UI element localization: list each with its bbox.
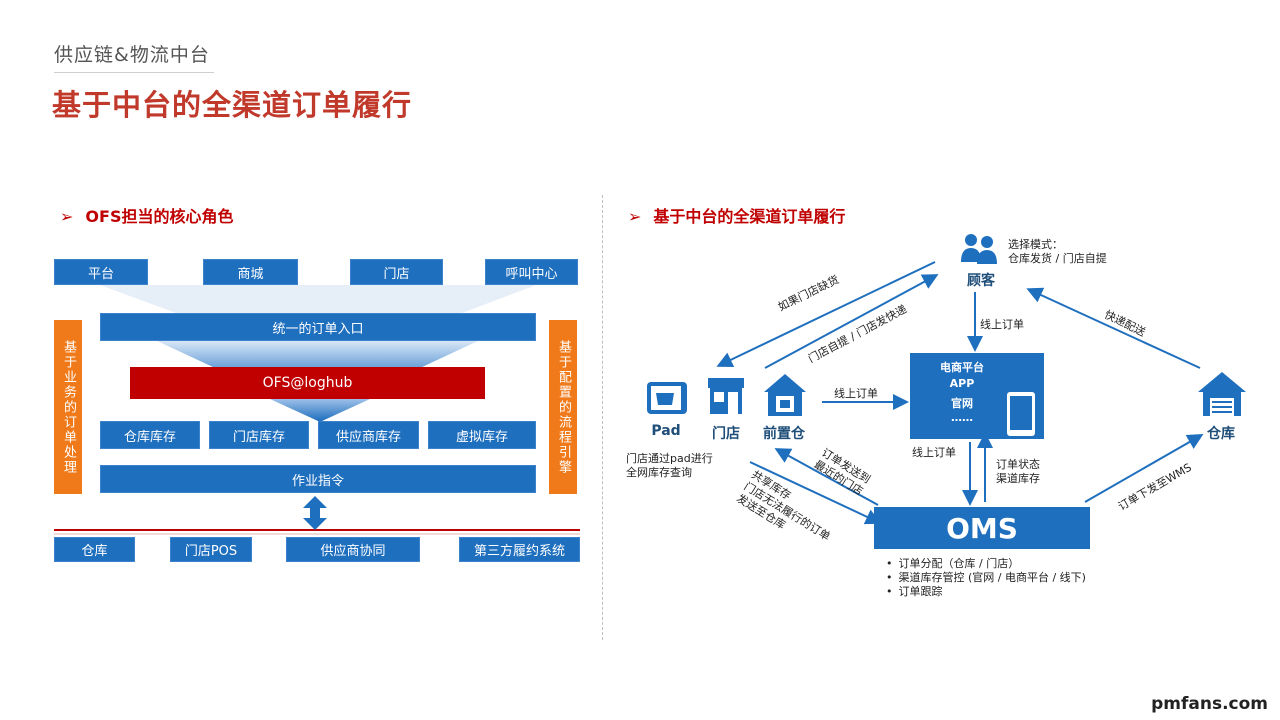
ecommerce-box: 电商平台 APP 官网 …… — [910, 353, 1044, 439]
store-label: 门店 — [712, 426, 740, 442]
edge-label-line: 渠道库存 — [996, 472, 1040, 485]
arrow-bullet-icon: ➢ — [60, 207, 74, 226]
oms-bullet: 渠道库存管控 (官网 / 电商平台 / 线下) — [886, 571, 1086, 585]
config-flow-engine-label: 基于配置的流程引擎 — [556, 339, 571, 475]
page-title: 基于中台的全渠道订单履行 — [52, 88, 413, 122]
instructions-bar: 作业指令 — [100, 465, 536, 493]
edge-label-online-order: 线上订单 — [912, 446, 956, 459]
section-divider — [602, 195, 603, 640]
inventory-box: 门店库存 — [209, 421, 309, 449]
customer-note-line: 仓库发货 / 门店自提 — [1008, 252, 1107, 265]
ecommerce-line: 官网 — [951, 397, 973, 410]
edge-label-order-status: 订单状态 渠道库存 — [996, 458, 1040, 486]
edge-pickup-express — [764, 274, 939, 369]
pad-note-line: 门店通过pad进行 — [626, 452, 713, 465]
watermark: pmfans.com — [1151, 694, 1268, 714]
channel-box: 商城 — [203, 259, 298, 285]
customer-icon — [961, 234, 997, 264]
front-warehouse-label: 前置仓 — [763, 426, 805, 442]
flow-arrows — [716, 261, 1204, 525]
right-section-title-text: 基于中台的全渠道订单履行 — [653, 207, 846, 226]
channel-box: 呼叫中心 — [485, 259, 578, 285]
business-order-processing-label: 基于业务的订单处理 — [61, 339, 76, 475]
edge-to-wms — [1084, 434, 1204, 503]
store-icon — [708, 378, 744, 414]
inventory-box: 供应商库存 — [318, 421, 419, 449]
edge-share-inventory — [749, 461, 882, 525]
core-system-bar: OFS@loghub — [130, 367, 485, 399]
oms-bullets: 订单分配（仓库 / 门店） 渠道库存管控 (官网 / 电商平台 / 线下) 订单… — [886, 557, 1086, 599]
ecommerce-line: …… — [951, 411, 973, 424]
ecommerce-line: APP — [949, 377, 975, 390]
phone-icon — [1007, 392, 1035, 436]
target-box: 门店POS — [170, 537, 252, 562]
oms-bullet: 订单跟踪 — [886, 585, 1086, 599]
funnel-graphic — [54, 285, 580, 535]
pad-label: Pad — [651, 423, 681, 439]
pad-note: 门店通过pad进行 全网库存查询 — [626, 452, 713, 480]
pad-icon — [647, 382, 687, 414]
oms-box: OMS — [874, 507, 1090, 549]
oms-bullet: 订单分配（仓库 / 门店） — [886, 557, 1086, 571]
target-box: 仓库 — [54, 537, 135, 562]
left-section-title-text: OFS担当的核心角色 — [85, 207, 234, 226]
customer-note-line: 选择模式： — [1008, 238, 1063, 251]
inventory-box: 虚拟库存 — [428, 421, 536, 449]
header-subtitle: 供应链&物流中台 — [54, 44, 210, 66]
funnel-tip — [270, 399, 370, 421]
warehouse-icon — [1198, 372, 1246, 416]
edge-send-to-store — [774, 448, 879, 506]
target-box: 供应商协同 — [286, 537, 420, 562]
edge-out-of-stock — [716, 261, 936, 368]
pad-note-line: 全网库存查询 — [626, 466, 692, 479]
channel-box: 平台 — [54, 259, 148, 285]
arrow-bullet-icon: ➢ — [628, 207, 642, 226]
customer-label: 顾客 — [967, 273, 995, 289]
funnel-top-shade — [100, 285, 536, 313]
edge-express-delivery — [1026, 287, 1201, 369]
config-flow-engine-panel: 基于配置的流程引擎 — [549, 320, 577, 494]
edge-label-online-order: 线上订单 — [980, 318, 1024, 331]
ecommerce-line: 电商平台 — [940, 361, 984, 374]
front-warehouse-icon — [764, 374, 806, 416]
header-rule — [54, 72, 214, 73]
left-section-title: ➢ OFS担当的核心角色 — [60, 203, 233, 227]
double-arrow-icon — [303, 496, 327, 530]
customer-note: 选择模式： 仓库发货 / 门店自提 — [1008, 238, 1107, 266]
channel-box: 门店 — [350, 259, 443, 285]
business-order-processing-panel: 基于业务的订单处理 — [54, 320, 82, 494]
funnel-middle — [155, 340, 480, 368]
right-section-title: ➢ 基于中台的全渠道订单履行 — [628, 203, 845, 227]
inventory-box: 仓库库存 — [100, 421, 200, 449]
warehouse-label: 仓库 — [1207, 426, 1235, 442]
unified-entry-bar: 统一的订单入口 — [100, 313, 536, 341]
edge-label-online-order: 线上订单 — [834, 387, 878, 400]
edge-label-line: 订单状态 — [996, 458, 1040, 471]
target-box: 第三方履约系统 — [459, 537, 580, 562]
